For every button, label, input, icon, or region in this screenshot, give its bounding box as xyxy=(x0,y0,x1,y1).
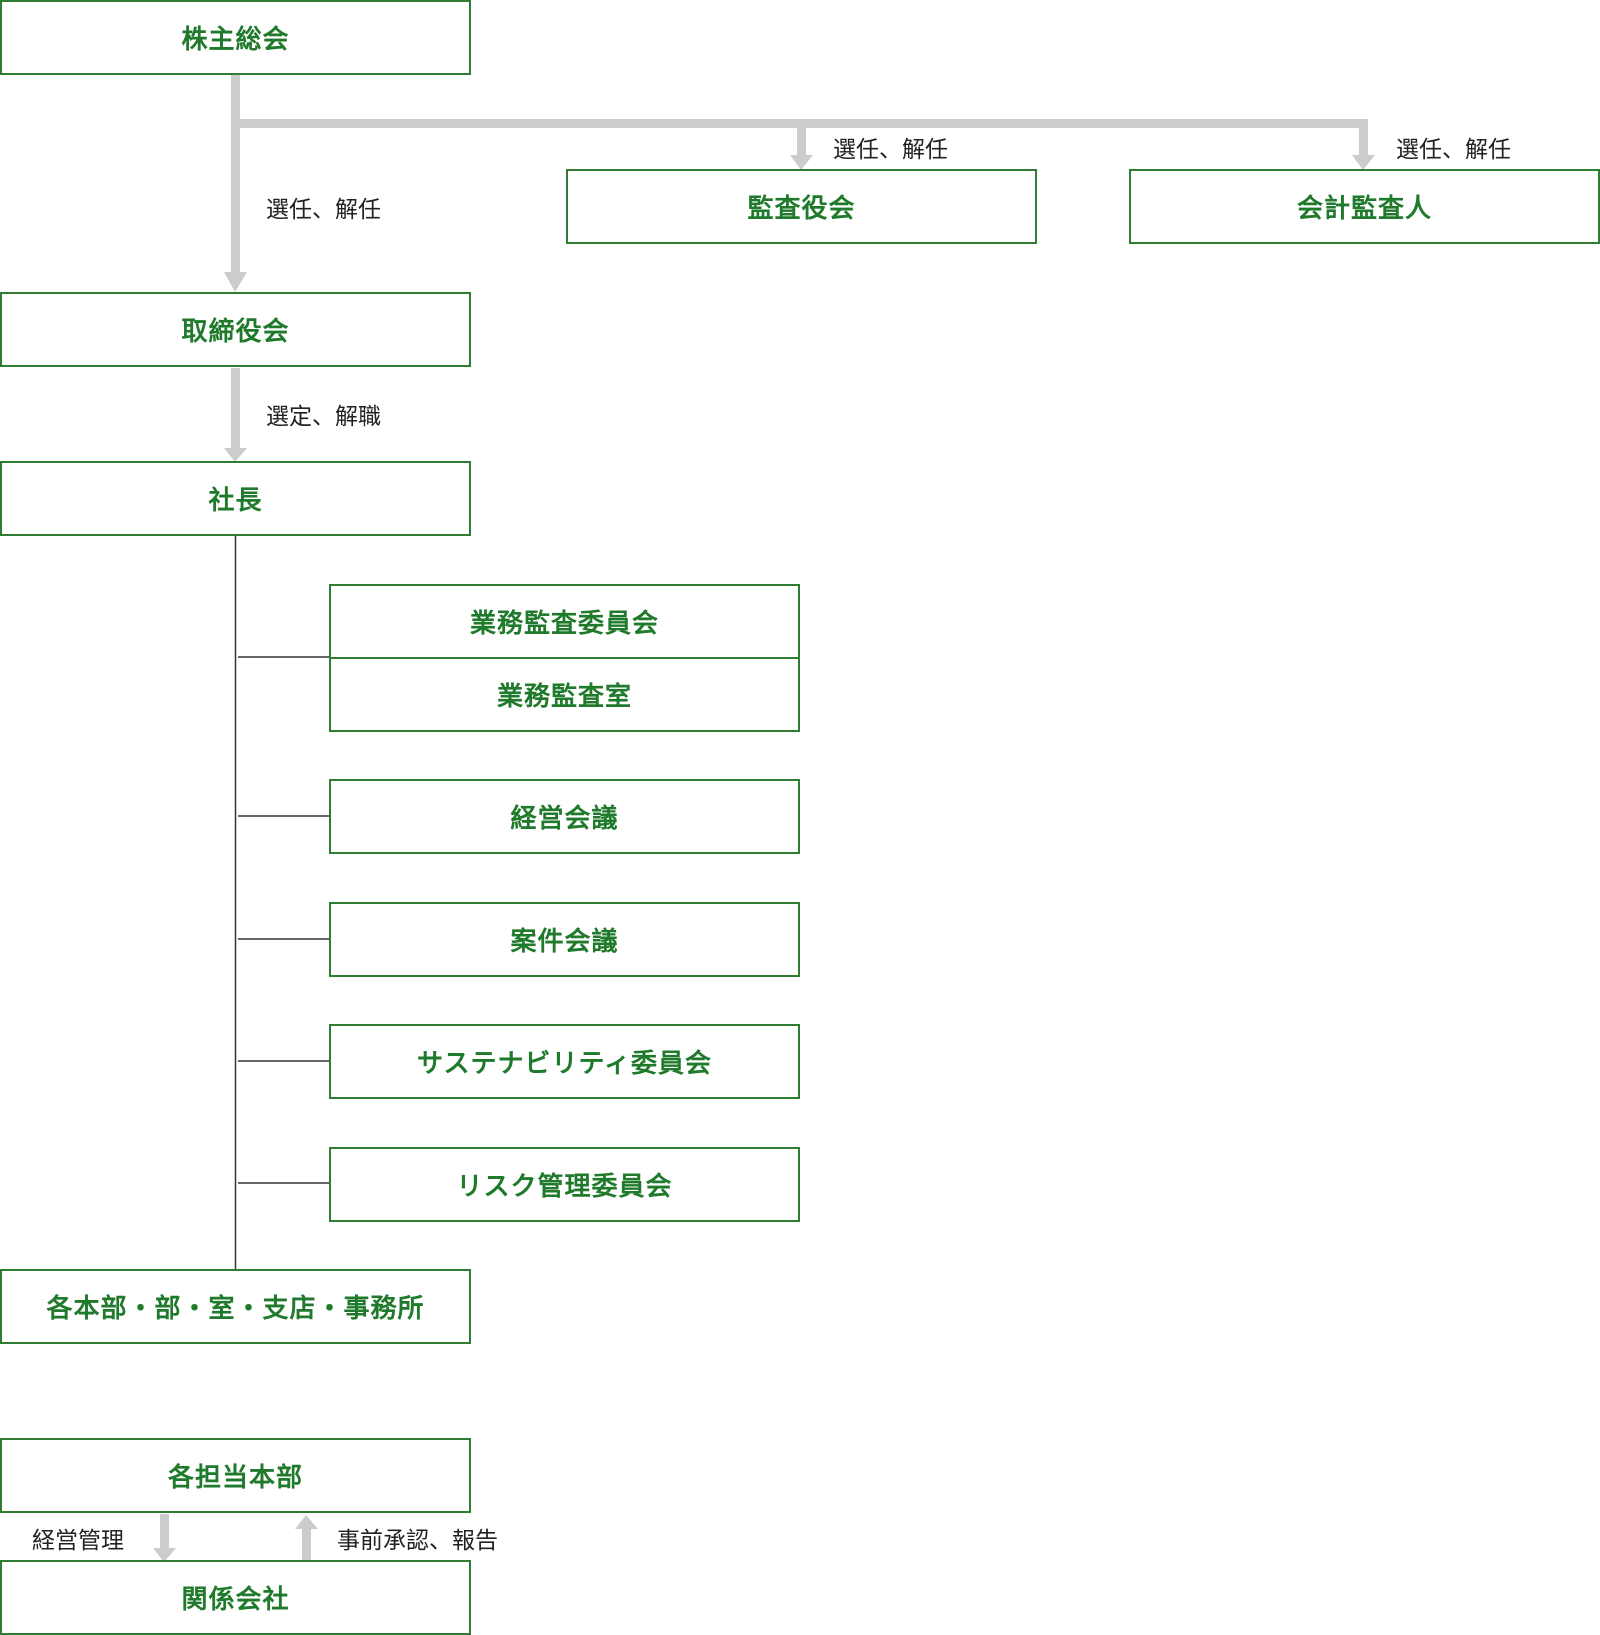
connector-shareholders-board xyxy=(231,74,240,274)
sustainability-committee-label: サステナビリティ委員会 xyxy=(417,1049,712,1079)
affiliates-label: 関係会社 xyxy=(181,1585,290,1615)
management-meeting-box: 経営会議 xyxy=(329,779,800,854)
connector-accounting-auditor xyxy=(1359,119,1368,156)
divisions-box: 各担当本部 xyxy=(0,1438,471,1513)
ops-audit-committee-cell: 業務監査委員会 xyxy=(331,586,798,657)
audit-board-box: 監査役会 xyxy=(566,169,1037,244)
shareholders-box: 株主総会 xyxy=(0,0,471,75)
arrowhead-board xyxy=(224,272,247,292)
board-label: 取締役会 xyxy=(181,317,290,347)
departments-box: 各本部・部・室・支店・事務所 xyxy=(0,1269,471,1344)
president-box: 社長 xyxy=(0,461,471,536)
departments-label: 各本部・部・室・支店・事務所 xyxy=(46,1294,425,1324)
connector-management-control xyxy=(160,1514,169,1551)
arrowhead-audit-board xyxy=(790,155,813,170)
management-control-label: 経営管理 xyxy=(32,1528,124,1554)
connector-board-president xyxy=(231,368,240,455)
ops-audit-divider xyxy=(331,657,798,659)
elect-accounting-auditor-label: 選任、解任 xyxy=(1396,137,1511,163)
affiliates-box: 関係会社 xyxy=(0,1560,471,1635)
approval-report-label: 事前承認、報告 xyxy=(337,1528,498,1554)
accounting-auditor-label: 会計監査人 xyxy=(1296,194,1432,224)
elect-board-label: 選任、解任 xyxy=(266,197,381,223)
accounting-auditor-box: 会計監査人 xyxy=(1129,169,1600,244)
arrowhead-affiliates xyxy=(153,1548,176,1562)
select-president-label: 選定、解職 xyxy=(266,404,381,430)
arrowhead-accounting-auditor xyxy=(1352,155,1375,170)
divisions-label: 各担当本部 xyxy=(167,1463,303,1493)
risk-committee-box: リスク管理委員会 xyxy=(329,1147,800,1222)
board-box: 取締役会 xyxy=(0,292,471,367)
management-meeting-label: 経営会議 xyxy=(510,804,619,834)
ops-audit-office-label: 業務監査室 xyxy=(496,682,632,712)
elect-audit-board-label: 選任、解任 xyxy=(833,137,948,163)
risk-committee-label: リスク管理委員会 xyxy=(456,1172,673,1202)
arrowhead-president xyxy=(224,448,247,462)
president-label: 社長 xyxy=(208,486,263,516)
project-meeting-box: 案件会議 xyxy=(329,902,800,977)
project-meeting-label: 案件会議 xyxy=(510,927,619,957)
shareholders-label: 株主総会 xyxy=(181,25,290,55)
sustainability-committee-box: サステナビリティ委員会 xyxy=(329,1024,800,1099)
audit-board-label: 監査役会 xyxy=(747,194,856,224)
ops-audit-office-cell: 業務監査室 xyxy=(331,659,798,730)
connector-audit-board xyxy=(797,119,806,156)
ops-audit-committee-label: 業務監査委員会 xyxy=(469,609,659,639)
connector-approval-report xyxy=(302,1528,311,1561)
ops-audit-box: 業務監査委員会 業務監査室 xyxy=(329,584,800,732)
arrowhead-divisions xyxy=(295,1515,318,1529)
